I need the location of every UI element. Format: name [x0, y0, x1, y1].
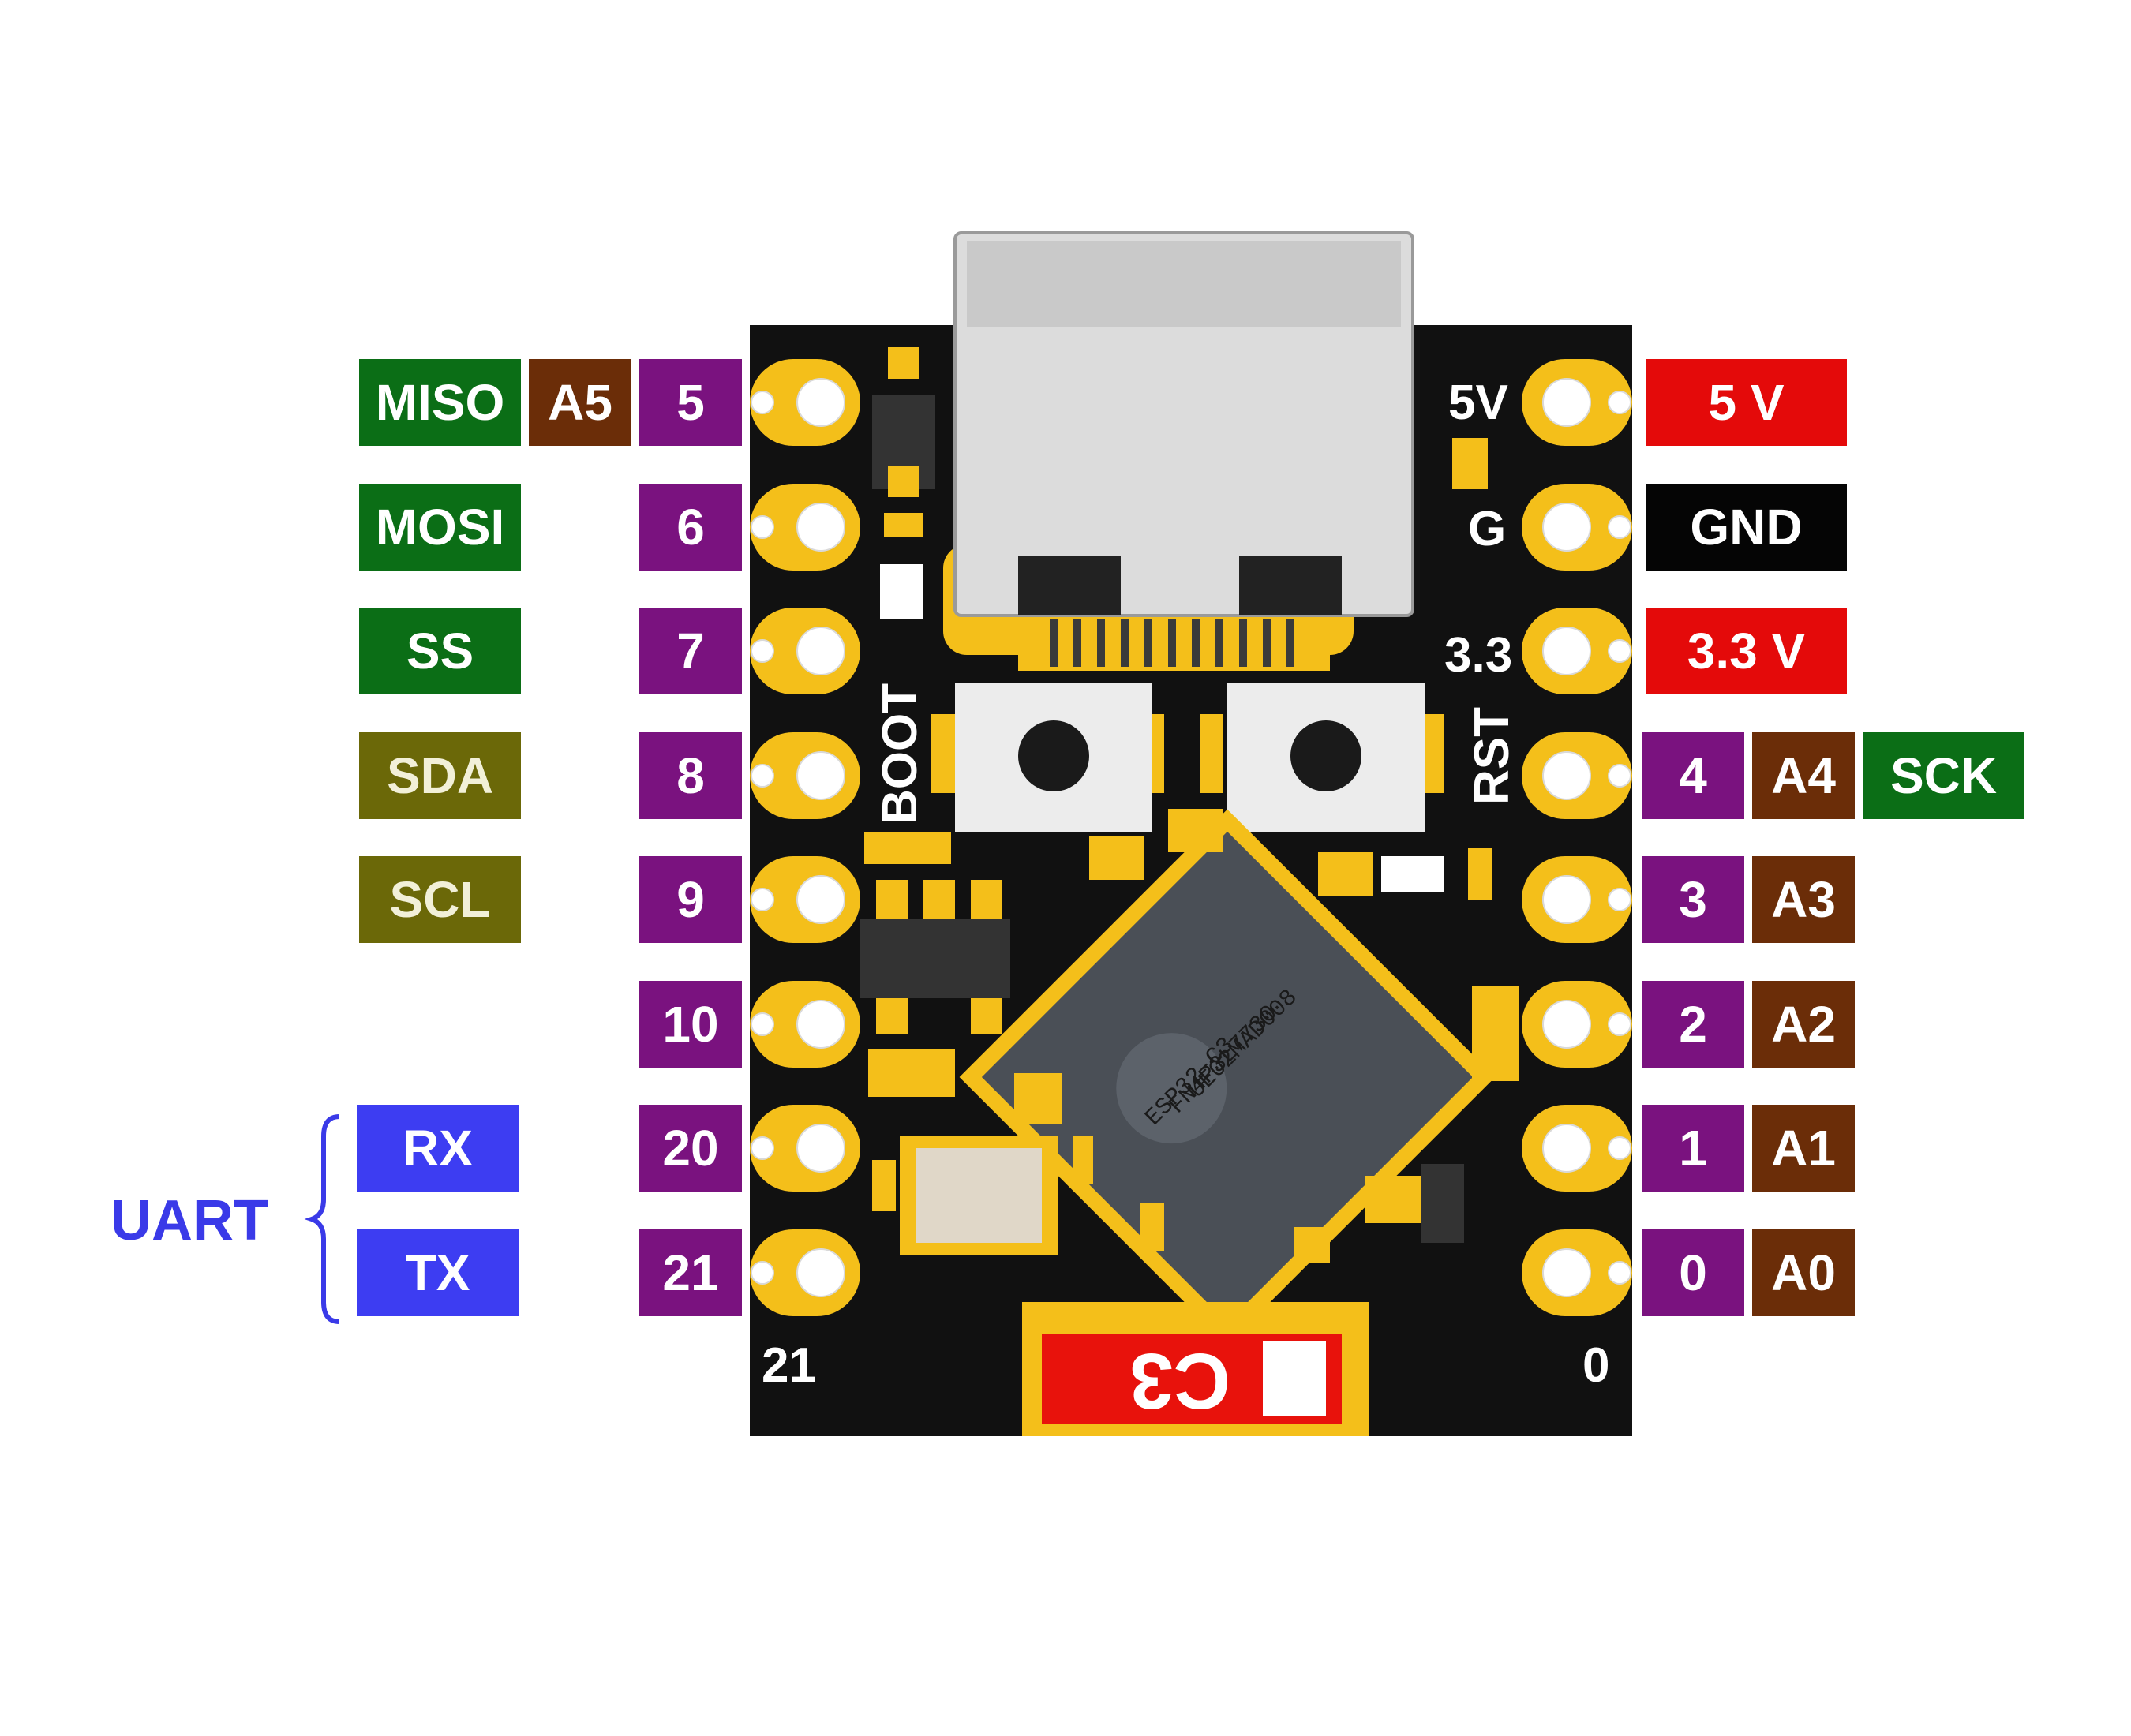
model-badge-label: C3 — [1129, 1337, 1230, 1426]
right-pad-holes — [1542, 378, 1631, 1297]
pin-number-1: 1 — [1642, 1105, 1744, 1192]
pin-number-21: 21 — [639, 1229, 742, 1316]
label-mosi: MOSI — [359, 484, 521, 571]
label-sck: SCK — [1863, 732, 2024, 819]
model-badge — [1042, 1334, 1342, 1424]
silk-rst: RST — [1465, 707, 1519, 805]
pin-number-4: 4 — [1642, 732, 1744, 819]
label-gnd: GND — [1646, 484, 1847, 571]
usb-c-connector — [943, 231, 1414, 671]
boot-button — [931, 683, 1164, 832]
label-miso: MISO — [359, 359, 521, 446]
silk-3v3: 3.3 — [1444, 628, 1513, 683]
silk-g: G — [1468, 502, 1507, 556]
label-3v3: 3.3 V — [1646, 608, 1847, 694]
left-pad-column — [750, 359, 860, 1316]
label-a3: A3 — [1752, 856, 1855, 943]
left-pad-holes — [751, 378, 845, 1297]
label-a0: A0 — [1752, 1229, 1855, 1316]
uart-group-label: UART — [110, 1189, 268, 1252]
label-tx: TX — [357, 1229, 519, 1316]
pin-number-3: 3 — [1642, 856, 1744, 943]
label-rx: RX — [357, 1105, 519, 1192]
silk-5v: 5V — [1448, 376, 1508, 430]
label-a1: A1 — [1752, 1105, 1855, 1192]
pin-number-20: 20 — [639, 1105, 742, 1192]
label-ss: SS — [359, 608, 521, 694]
pin-number-10: 10 — [639, 981, 742, 1068]
label-sda: SDA — [359, 732, 521, 819]
pin-number-7: 7 — [639, 608, 742, 694]
silk-corner-21: 21 — [762, 1338, 816, 1393]
label-scl: SCL — [359, 856, 521, 943]
label-a4: A4 — [1752, 732, 1855, 819]
label-a5: A5 — [529, 359, 631, 446]
pin-number-5: 5 — [639, 359, 742, 446]
silk-corner-0: 0 — [1582, 1338, 1610, 1393]
silk-boot: BOOT — [873, 683, 927, 825]
pin-number-6: 6 — [639, 484, 742, 571]
pin-number-0: 0 — [1642, 1229, 1744, 1316]
label-5v: 5 V — [1646, 359, 1847, 446]
uart-brace — [304, 1114, 340, 1324]
pin-number-2: 2 — [1642, 981, 1744, 1068]
reset-button — [1200, 683, 1444, 832]
label-a2: A2 — [1752, 981, 1855, 1068]
pin-number-9: 9 — [639, 856, 742, 943]
pin-number-8: 8 — [639, 732, 742, 819]
